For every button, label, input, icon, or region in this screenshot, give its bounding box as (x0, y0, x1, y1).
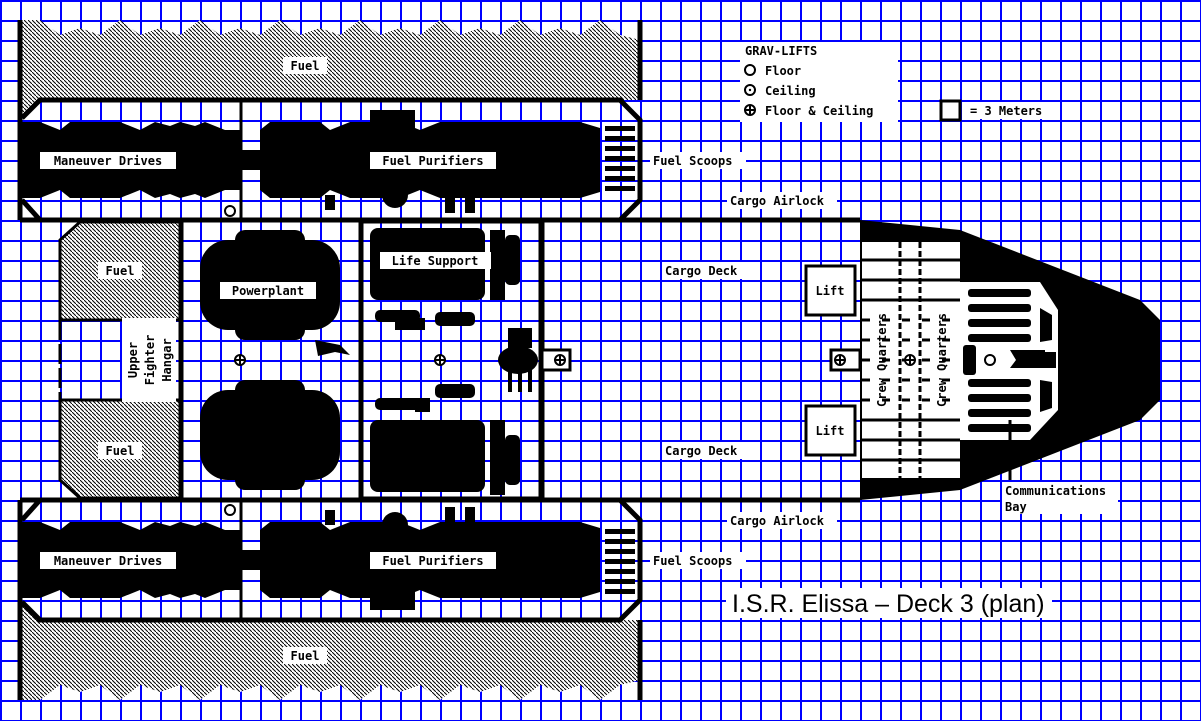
floor-ceiling-lift-icon (234, 354, 246, 366)
legend-ceiling: Ceiling (765, 84, 816, 98)
floor-ceiling-lift-icon (554, 354, 566, 366)
floor-ceiling-lift-icon (744, 104, 756, 116)
floor-lift-icon (224, 504, 236, 516)
label-powerplant: Powerplant (232, 284, 304, 298)
forward-section (860, 220, 1160, 500)
label-crew-quarters-b: Crew Quarters (935, 313, 949, 407)
legend: GRAV-LIFTS Floor Ceiling Floor & Ceiling… (740, 42, 1054, 122)
label-cargo-airlock-upper: Cargo Airlock (730, 194, 825, 208)
scale-label: = 3 Meters (970, 104, 1042, 118)
label-fuel-left-lower: Fuel (106, 444, 135, 458)
floor-ceiling-lift-icon (434, 354, 446, 366)
label-cargo-deck-lower: Cargo Deck (665, 444, 738, 458)
label-fuel-purifiers-upper: Fuel Purifiers (382, 154, 483, 168)
fuel-tank-bottom (22, 602, 640, 700)
label-fuel-purifiers-lower: Fuel Purifiers (382, 554, 483, 568)
label-fuel-bottom: Fuel (291, 649, 320, 663)
label-fuel-left-upper: Fuel (106, 264, 135, 278)
label-lift-lower: Lift (816, 424, 845, 438)
label-maneuver-drives-lower: Maneuver Drives (54, 554, 162, 568)
label-fuel-scoops-upper: Fuel Scoops (653, 154, 732, 168)
floor-lift-icon (744, 64, 756, 76)
label-life-support: Life Support (392, 254, 479, 268)
ceiling-lift-icon (744, 84, 756, 96)
legend-heading: GRAV-LIFTS (745, 44, 817, 58)
label-comms-line-1: Communications (1005, 484, 1106, 498)
floor-lift-icon (224, 205, 236, 217)
label-fuel-scoops-lower: Fuel Scoops (653, 554, 732, 568)
plan-title: I.S.R. Elissa – Deck 3 (plan) (732, 590, 1045, 618)
label-comms-line-2: Bay (1005, 500, 1027, 514)
scale-square (939, 99, 962, 122)
label-hangar-line-2: Fighter (143, 335, 157, 386)
legend-floor: Floor (765, 64, 801, 78)
legend-floor-ceiling: Floor & Ceiling (765, 104, 873, 118)
label-fuel-top: Fuel (291, 59, 320, 73)
label-maneuver-drives-upper: Maneuver Drives (54, 154, 162, 168)
floor-ceiling-lift-icon (904, 354, 916, 366)
label-hangar-line-3: Hangar (160, 338, 174, 381)
room-labels: Fuel Fuel Fuel Fuel Maneuver Drives Mane… (40, 57, 1118, 664)
label-cargo-deck-upper: Cargo Deck (665, 264, 738, 278)
floor-lift-icon (984, 354, 996, 366)
label-hangar-line-1: Upper (126, 342, 140, 378)
fuel-tank-top (22, 20, 640, 118)
label-cargo-airlock-lower: Cargo Airlock (730, 514, 825, 528)
label-crew-quarters-a: Crew Quarters (875, 313, 889, 407)
label-lift-upper: Lift (816, 284, 845, 298)
floor-ceiling-lift-icon (834, 354, 846, 366)
